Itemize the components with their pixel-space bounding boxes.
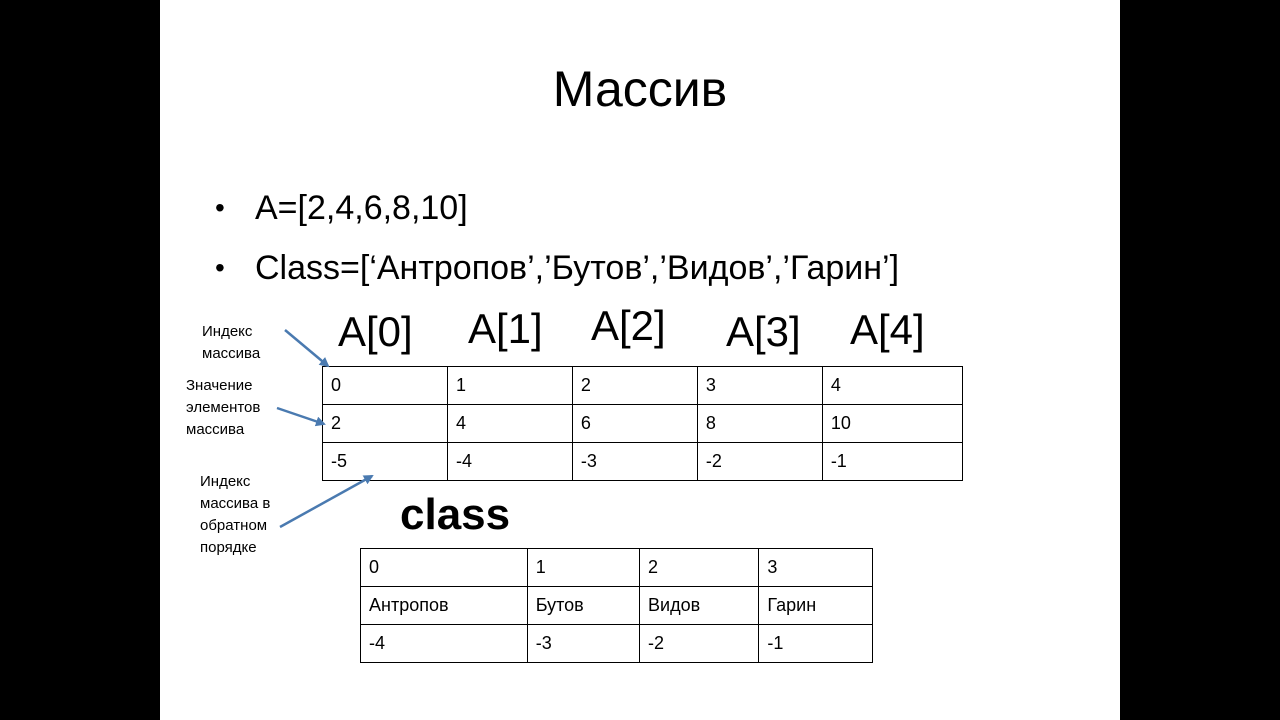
table-cell: 4 — [821, 366, 964, 405]
table-cell: 0 — [322, 366, 448, 405]
note-index: Индекс массива — [202, 321, 260, 365]
index-label-a2: A[2] — [591, 302, 666, 349]
table-cell: 0 — [360, 548, 528, 587]
note-values-line: элементов — [186, 399, 261, 416]
table-cell: 1 — [526, 548, 641, 587]
note-values-line: массива — [186, 421, 245, 438]
table-row: Антропов Бутов Видов Гарин — [360, 586, 873, 625]
table-cell: -3 — [526, 624, 641, 663]
table-cell: -2 — [639, 624, 760, 663]
bullet-item: Class=[‘Антропов’,’Бутов’,’Видов’,’Гарин… — [215, 238, 899, 298]
table-cell: 8 — [696, 404, 823, 443]
index-label-a1: A[1] — [468, 305, 543, 352]
table-cell: -4 — [360, 624, 528, 663]
bullet-list: A=[2,4,6,8,10] Class=[‘Антропов’,’Бутов’… — [215, 178, 899, 298]
table-cell: 3 — [696, 366, 823, 405]
arrow-index — [284, 329, 330, 368]
table-cell: Видов — [639, 586, 760, 625]
note-reverse-line: массива в — [200, 495, 271, 512]
arrow-reverse — [279, 474, 374, 529]
slide-title: Массив — [552, 61, 728, 117]
note-values-line: Значение — [186, 377, 253, 394]
array-a-table: 0 1 2 3 4 2 4 6 8 10 -5 -4 -3 -2 -1 — [322, 366, 964, 481]
index-label-a3: A[3] — [726, 308, 801, 355]
array-class-table: 0 1 2 3 Антропов Бутов Видов Гарин -4 -3… — [360, 548, 873, 663]
note-reverse-line: Индекс — [200, 473, 251, 490]
index-label-a0: A[0] — [338, 308, 413, 355]
note-index-line: массива — [202, 345, 261, 362]
bullet-item: A=[2,4,6,8,10] — [215, 178, 899, 238]
note-reverse-line: обратном — [200, 517, 268, 534]
table-cell: -2 — [696, 442, 823, 481]
table-cell: 2 — [639, 548, 760, 587]
table-cell: -4 — [446, 442, 573, 481]
note-index-line: Индекс — [202, 323, 253, 340]
table-cell: 1 — [446, 366, 573, 405]
table-cell: -1 — [821, 442, 964, 481]
table-row: -5 -4 -3 -2 -1 — [322, 442, 964, 481]
class-table-title: class — [400, 490, 511, 539]
index-label-a4: A[4] — [850, 306, 925, 353]
table-row: 2 4 6 8 10 — [322, 404, 964, 443]
table-cell: 10 — [821, 404, 964, 443]
table-cell: -5 — [322, 442, 448, 481]
note-values: Значение элементов массива — [186, 375, 260, 441]
table-cell: -3 — [571, 442, 698, 481]
table-cell: 6 — [571, 404, 698, 443]
table-cell: Гарин — [758, 586, 873, 625]
arrow-values — [276, 406, 326, 427]
table-cell: 4 — [446, 404, 573, 443]
table-row: 0 1 2 3 — [360, 548, 873, 587]
table-cell: 3 — [758, 548, 873, 587]
note-reverse: Индекс массива в обратном порядке — [200, 471, 270, 559]
note-reverse-line: порядке — [200, 539, 257, 556]
table-cell: 2 — [322, 404, 448, 443]
table-cell: Бутов — [526, 586, 641, 625]
table-row: -4 -3 -2 -1 — [360, 624, 873, 663]
table-cell: Антропов — [360, 586, 528, 625]
slide: Массив A=[2,4,6,8,10] Class=[‘Антропов’,… — [160, 0, 1120, 720]
table-cell: 2 — [571, 366, 698, 405]
table-cell: -1 — [758, 624, 873, 663]
table-row: 0 1 2 3 4 — [322, 366, 964, 405]
